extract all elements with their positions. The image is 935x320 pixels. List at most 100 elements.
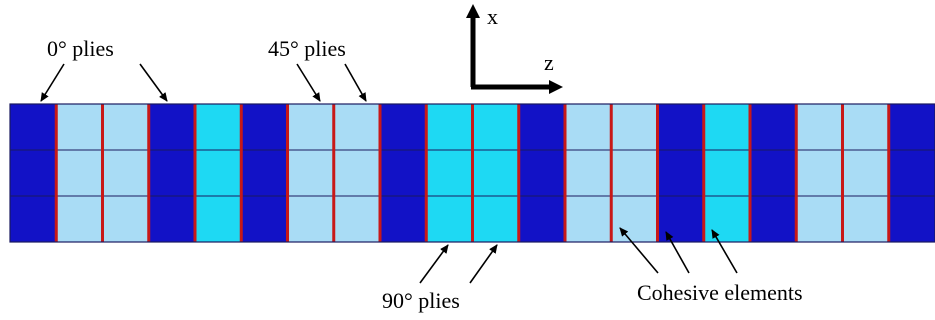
ply-0-element <box>379 103 427 151</box>
ply-45-element <box>333 149 381 197</box>
ply-0-element <box>9 149 57 197</box>
ply-0-element <box>518 195 566 243</box>
cohesive-element <box>286 104 289 242</box>
arrow-cohesive-3 <box>711 229 738 274</box>
z-axis-arrowhead <box>549 80 563 94</box>
cohesive-element <box>193 104 197 242</box>
ply-0-element <box>240 103 288 151</box>
ply-90-element <box>425 195 473 243</box>
ply-45-element <box>333 103 381 151</box>
cohesive-element <box>54 104 58 242</box>
cohesive-element <box>887 104 891 242</box>
cohesive-element <box>147 104 151 242</box>
ply-90-element <box>703 195 751 243</box>
ply-45-element <box>795 195 843 243</box>
arrow-90-plies-right <box>469 244 498 284</box>
ply-90-element <box>425 103 473 151</box>
ply-45-element <box>610 103 658 151</box>
ply-45-element <box>842 195 890 243</box>
ply-0-element <box>657 103 705 151</box>
coordinate-axes: x z <box>466 4 563 94</box>
cohesive-element <box>656 104 659 242</box>
x-axis-arrowhead <box>466 4 480 18</box>
cohesive-element <box>841 104 844 242</box>
ply-45-element <box>610 195 658 243</box>
arrow-0-plies-right <box>139 63 168 102</box>
cohesive-element <box>748 104 752 242</box>
ply-0-element <box>379 195 427 243</box>
arrow-cohesive-1 <box>619 227 659 274</box>
cohesive-element <box>702 104 706 242</box>
ply-90-element <box>425 149 473 197</box>
axis-label-x: x <box>487 4 498 29</box>
cohesive-element <box>609 104 613 242</box>
ply-45-element <box>287 149 335 197</box>
cohesive-element <box>424 104 428 242</box>
ply-45-element <box>564 195 612 243</box>
ply-45-element <box>55 149 103 197</box>
ply-0-element <box>240 195 288 243</box>
ply-0-element <box>9 195 57 243</box>
ply-0-element <box>518 103 566 151</box>
ply-90-element <box>194 195 242 243</box>
label-45-plies: 45° plies <box>268 36 346 61</box>
cohesive-element <box>239 104 243 242</box>
ply-45-element <box>795 149 843 197</box>
cohesive-element <box>378 104 382 242</box>
ply-45-element <box>610 149 658 197</box>
ply-stack <box>9 103 935 243</box>
ply-0-element <box>888 195 935 243</box>
cohesive-element <box>794 104 798 242</box>
ply-45-element <box>564 103 612 151</box>
arrow-90-plies-left <box>419 244 449 284</box>
ply-90-element <box>703 149 751 197</box>
label-0-plies: 0° plies <box>47 36 114 61</box>
axis-label-z: z <box>544 50 554 75</box>
ply-45-element <box>564 149 612 197</box>
ply-45-element <box>102 103 150 151</box>
ply-90-element <box>194 149 242 197</box>
ply-0-element <box>379 149 427 197</box>
ply-45-element <box>55 103 103 151</box>
ply-0-element <box>9 103 57 151</box>
arrow-0-plies-left <box>40 63 65 102</box>
ply-90-element <box>472 149 520 197</box>
ply-45-element <box>102 149 150 197</box>
cohesive-element <box>563 104 567 242</box>
label-cohesive-elements: Cohesive elements <box>637 280 803 305</box>
pointer-arrows <box>40 63 738 284</box>
ply-0-element <box>657 195 705 243</box>
cohesive-element <box>517 104 521 242</box>
cohesive-element <box>101 104 104 242</box>
ply-45-element <box>287 195 335 243</box>
ply-0-element <box>148 195 196 243</box>
cohesive-element <box>471 104 474 242</box>
ply-0-element <box>749 103 797 151</box>
ply-0-element <box>888 149 935 197</box>
ply-0-element <box>148 149 196 197</box>
ply-0-element <box>888 103 935 151</box>
ply-45-element <box>287 103 335 151</box>
arrow-45-plies-left <box>296 63 321 102</box>
ply-45-element <box>333 195 381 243</box>
ply-45-element <box>795 103 843 151</box>
ply-45-element <box>842 149 890 197</box>
arrow-cohesive-2 <box>665 231 690 274</box>
label-90-plies: 90° plies <box>382 288 460 313</box>
arrow-45-plies-right <box>344 63 367 102</box>
ply-45-element <box>842 103 890 151</box>
ply-0-element <box>749 149 797 197</box>
ply-90-element <box>194 103 242 151</box>
ply-0-element <box>148 103 196 151</box>
laminate-outline <box>9 103 935 243</box>
ply-45-element <box>102 195 150 243</box>
ply-90-element <box>472 195 520 243</box>
ply-90-element <box>472 103 520 151</box>
cohesive-element <box>332 104 336 242</box>
ply-0-element <box>240 149 288 197</box>
ply-0-element <box>518 149 566 197</box>
ply-0-element <box>657 149 705 197</box>
ply-90-element <box>703 103 751 151</box>
ply-45-element <box>55 195 103 243</box>
